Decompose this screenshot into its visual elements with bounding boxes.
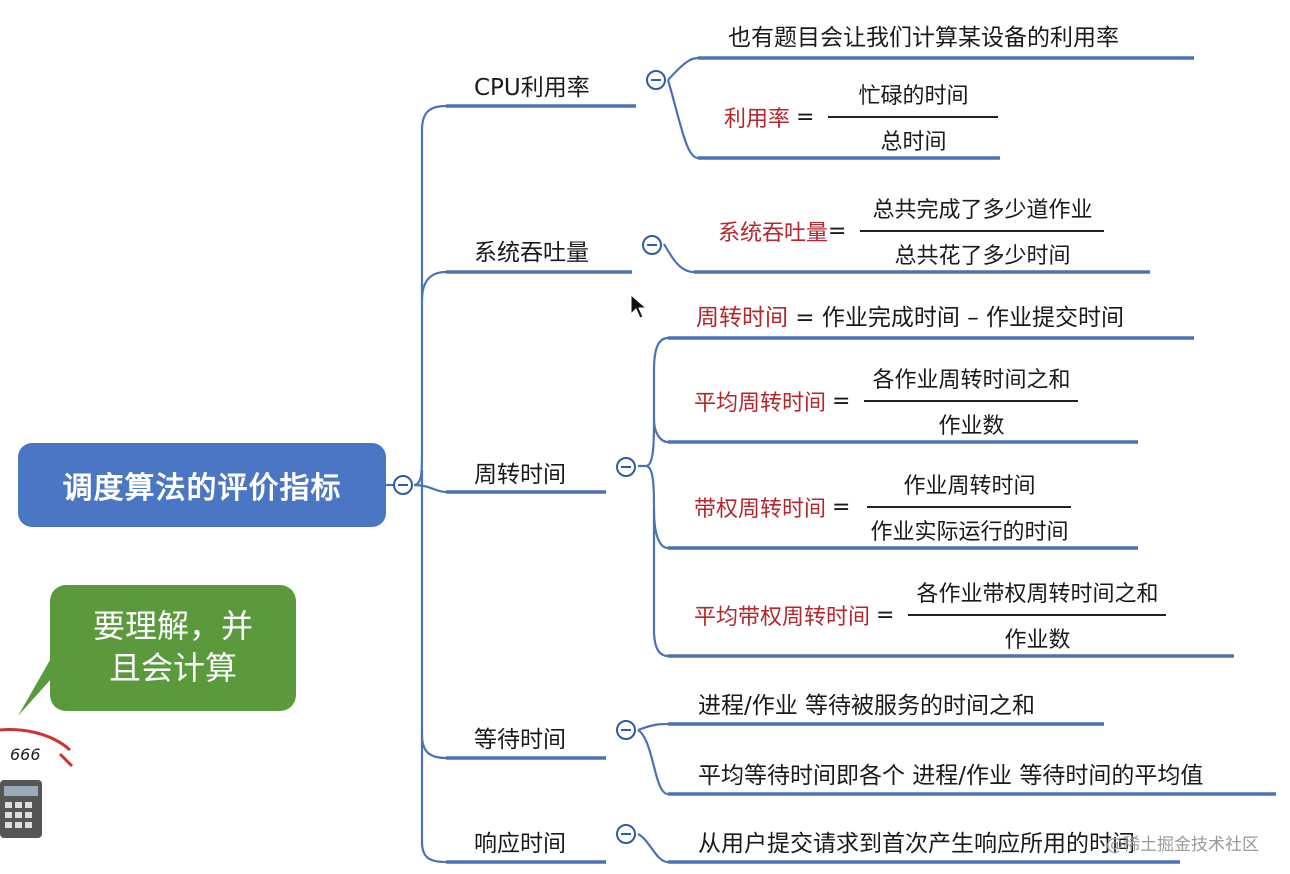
avg-turnaround-eq: = — [832, 388, 851, 414]
root-label: 调度算法的评价指标 — [62, 471, 342, 506]
throughput-numerator: 总共完成了多少道作业 — [860, 192, 1105, 232]
throughput-formula[interactable]: 系统吞吐量 = 总共完成了多少道作业 总共花了多少时间 — [718, 192, 1105, 270]
avg-turnaround-formula[interactable]: 平均周转时间 = 各作业周转时间之和 作业数 — [694, 362, 1079, 440]
cpu-denominator: 总时间 — [880, 130, 947, 155]
branch-waiting-label[interactable]: 等待时间 — [474, 727, 566, 753]
turnaround-def-term: 周转时间 — [696, 305, 788, 331]
avg-weighted-turnaround-eq: = — [876, 602, 895, 628]
throughput-denominator: 总共花了多少时间 — [894, 244, 1071, 269]
bubble-line-2: 且会计算 — [108, 649, 237, 687]
avg-turnaround-name: 平均周转时间 — [694, 391, 827, 416]
waiting-item-sum[interactable]: 进程/作业 等待被服务的时间之和 — [698, 693, 1036, 719]
avg-turnaround-fraction: 各作业周转时间之和 作业数 — [864, 362, 1079, 440]
throughput-fraction: 总共完成了多少道作业 总共花了多少时间 — [860, 192, 1105, 270]
branch-throughput-label[interactable]: 系统吞吐量 — [474, 240, 589, 266]
avg-weighted-turnaround-numerator: 各作业带权周转时间之和 — [908, 576, 1167, 616]
calculator-mascot-icon: 666 — [0, 728, 74, 838]
cpu-note[interactable]: 也有题目会让我们计算某设备的利用率 — [728, 25, 1119, 51]
speech-bubble: 要理解，并 且会计算 — [50, 585, 296, 711]
branch-cpu-label[interactable]: CPU利用率 — [474, 75, 590, 101]
cpu-formula-eq: = — [796, 104, 815, 130]
cpu-fraction: 忙碌的时间 总时间 — [828, 78, 999, 156]
weighted-turnaround-numerator: 作业周转时间 — [867, 468, 1072, 508]
turnaround-collapse-icon[interactable] — [616, 457, 636, 477]
waiting-collapse-icon[interactable] — [616, 720, 636, 740]
cpu-numerator: 忙碌的时间 — [828, 78, 999, 118]
avg-turnaround-denominator: 作业数 — [938, 414, 1005, 439]
weighted-turnaround-fraction: 作业周转时间 作业实际运行的时间 — [864, 468, 1074, 546]
calc-display-text: 666 — [10, 745, 41, 764]
cpu-formula[interactable]: 利用率 = 忙碌的时间 总时间 — [724, 78, 999, 156]
response-item[interactable]: 从用户提交请求到首次产生响应所用的时间 — [698, 831, 1135, 857]
mouse-cursor-icon — [630, 294, 648, 319]
avg-weighted-turnaround-denominator: 作业数 — [1004, 628, 1071, 653]
weighted-turnaround-formula[interactable]: 带权周转时间 = 作业周转时间 作业实际运行的时间 — [694, 468, 1074, 546]
avg-turnaround-numerator: 各作业周转时间之和 — [864, 362, 1079, 402]
cpu-collapse-icon[interactable] — [646, 70, 666, 90]
turnaround-definition[interactable]: 周转时间 = 作业完成时间 – 作业提交时间 — [696, 298, 1124, 332]
weighted-turnaround-eq: = — [832, 494, 851, 520]
weighted-turnaround-denominator: 作业实际运行的时间 — [870, 520, 1069, 545]
response-collapse-icon[interactable] — [616, 824, 636, 844]
throughput-formula-name: 系统吞吐量 — [718, 221, 829, 246]
weighted-turnaround-name: 带权周转时间 — [694, 497, 827, 522]
avg-weighted-turnaround-fraction: 各作业带权周转时间之和 作业数 — [908, 576, 1167, 654]
watermark: @稀土掘金技术社区 — [1106, 835, 1259, 855]
cpu-formula-name: 利用率 — [724, 107, 791, 132]
branch-response-label[interactable]: 响应时间 — [474, 831, 566, 857]
waiting-item-average[interactable]: 平均等待时间即各个 进程/作业 等待时间的平均值 — [698, 763, 1204, 789]
root-collapse-icon[interactable] — [393, 475, 413, 495]
throughput-collapse-icon[interactable] — [642, 235, 662, 255]
branch-turnaround-label[interactable]: 周转时间 — [474, 462, 566, 488]
root-node[interactable]: 调度算法的评价指标 — [18, 443, 386, 527]
turnaround-def-rest: = 作业完成时间 – 作业提交时间 — [788, 305, 1125, 331]
avg-weighted-turnaround-formula[interactable]: 平均带权周转时间 = 各作业带权周转时间之和 作业数 — [694, 576, 1167, 654]
throughput-formula-eq: = — [828, 218, 847, 244]
bubble-line-1: 要理解，并 — [92, 607, 253, 646]
avg-weighted-turnaround-name: 平均带权周转时间 — [694, 605, 871, 630]
